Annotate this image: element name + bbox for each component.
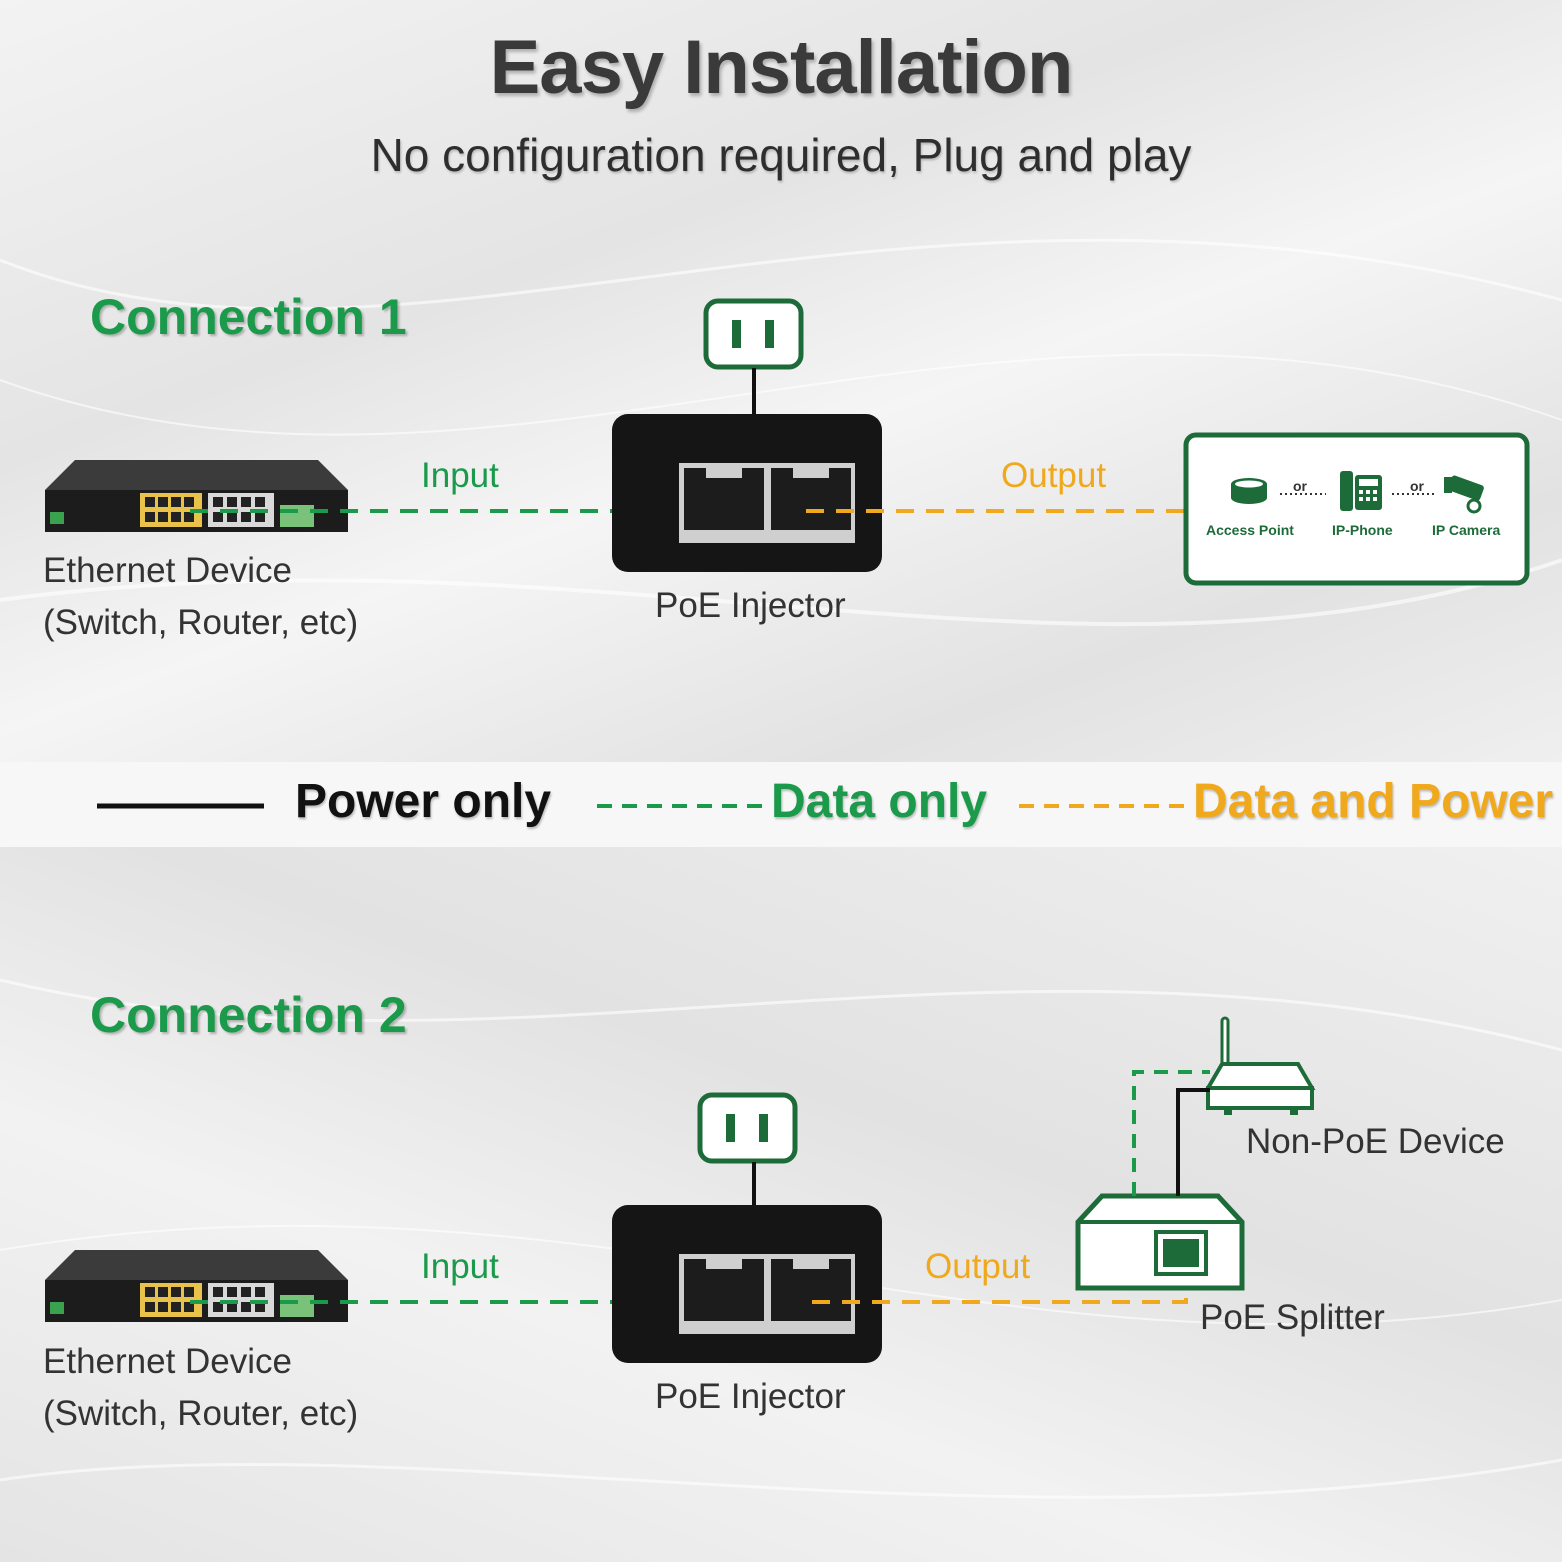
non-poe-device-label: Non-PoE Device [1246,1122,1505,1161]
ip-camera-icon [1444,475,1484,514]
connection2-injector-label: PoE Injector [655,1377,846,1416]
access-point-icon [1231,478,1267,504]
connection2-ethernet-label: Ethernet Device [43,1342,293,1381]
or-label: or [1293,478,1307,494]
data-only-line [1132,1070,1210,1196]
ip-phone-icon [1340,471,1382,511]
connection1-ethernet-label: Ethernet Device [43,551,293,590]
bottom-background [0,847,1562,1562]
connection1-output-label: Output [1001,456,1107,495]
page-title: Easy Installation [489,25,1074,110]
router-icon [1204,1016,1316,1115]
connection2-output-label: Output [925,1247,1031,1286]
legend-power-only: Power only [295,775,552,828]
connection2-title: Connection 2 [90,987,407,1043]
legend-lines [97,803,1188,809]
connection1-diagram [45,298,1530,586]
switch-icon [45,1250,348,1322]
power-plug-icon [703,298,804,370]
legend-data-only: Data only [771,775,988,828]
ip-phone-label: IP-Phone [1332,522,1393,538]
access-point-label: Access Point [1206,522,1294,538]
poe-injector-icon [612,414,882,572]
poe-splitter-label: PoE Splitter [1200,1298,1385,1337]
connection1-title: Connection 1 [90,289,407,345]
connection1-injector-label: PoE Injector [655,586,846,625]
connection2-ethernet-sublabel: (Switch, Router, etc) [43,1394,359,1433]
page-subtitle: No configuration required, Plug and play [370,129,1192,181]
connection1-ethernet-sublabel: (Switch, Router, etc) [43,603,359,642]
poe-splitter-icon [1075,1193,1245,1291]
ip-camera-label: IP Camera [1432,522,1501,538]
power-plug-icon [697,1092,798,1164]
poe-injector-icon [612,1205,882,1363]
connection1-input-label: Input [421,456,499,495]
or-label: or [1410,478,1424,494]
connection2-input-label: Input [421,1247,499,1286]
power-only-line [1176,1088,1210,1196]
legend-data-and-power: Data and Power [1193,775,1554,828]
top-background [0,0,1562,762]
